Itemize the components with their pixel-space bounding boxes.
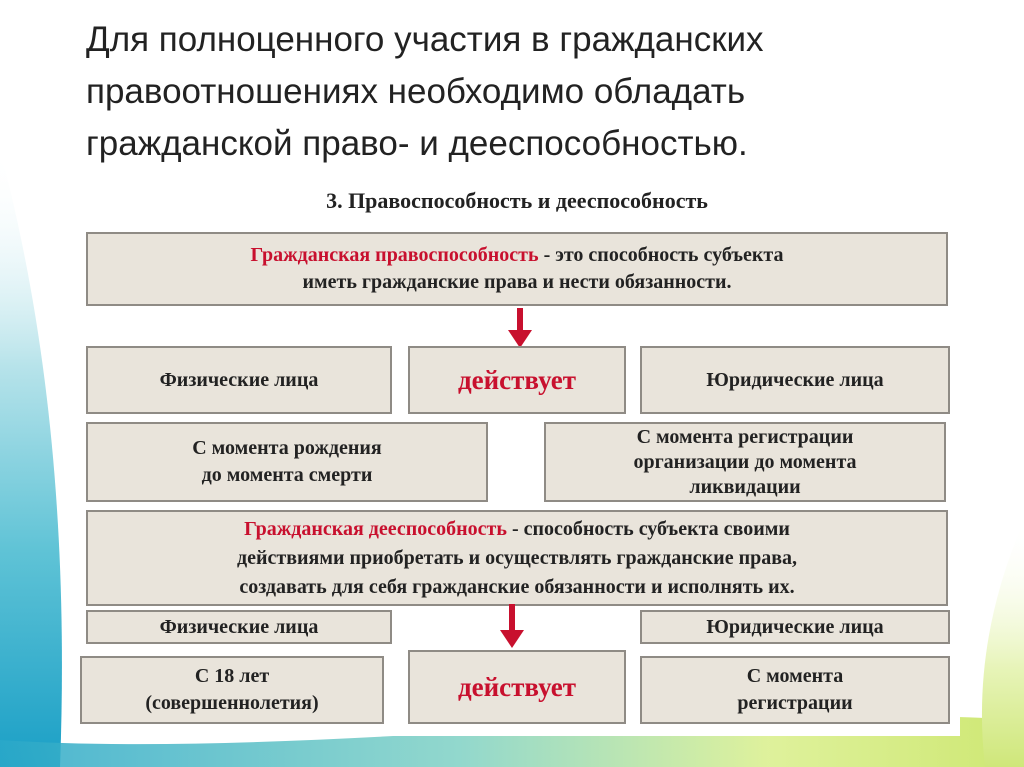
legal-capacity-definition-box: Гражданская правоспособность - это спосо… [86,232,948,306]
row3-individuals-box: Физические лица [86,610,392,644]
row4-acts-box: действует [408,650,626,724]
row2-individuals-period-box: С момента рождения до момента смерти [86,422,488,502]
row3-legal-entities-box: Юридические лица [640,610,950,644]
row4-left-line-2: (совершеннолетия) [145,692,319,714]
row4-left-line-1: С 18 лет [194,665,270,687]
row2-left-line-1: С момента рождения [192,437,382,459]
row2-right-line-3: ликвидации [689,475,801,498]
row1-acts-box: действует [408,346,626,414]
row2-legal-entities-period-box: С момента регистрации организации до мом… [544,422,946,502]
legal-capacity-line-1: Гражданская правоспособность - это спосо… [251,242,784,269]
active-capacity-definition-part2: действиями приобретать и осуществлять гр… [236,546,798,569]
row4-legal-entities-registration-box: С момента регистрации [640,656,950,724]
slide-title: Для полноценного участия в гражданских п… [86,20,764,163]
legal-capacity-definition-part1: - это способность субъекта [538,244,784,266]
active-capacity-definition-part1: - способность субъекта своими [506,517,790,540]
row2-right-line-2: организации до момента [633,450,857,473]
active-capacity-term: Гражданская дееспособность [244,517,507,540]
arrow-down-icon [500,604,524,648]
row2-left-line-2: до момента смерти [201,464,373,486]
arrow-down-icon [508,308,532,348]
row4-right-line-2: регистрации [737,692,853,714]
legal-capacity-term: Гражданская правоспособность [250,244,539,266]
row4-right-line-1: С момента [746,665,844,687]
diagram-heading: 3. Правоспособность и дееспособность [326,188,708,213]
active-capacity-line-1: Гражданская дееспособность - способность… [244,515,790,544]
row4-individuals-age-box: С 18 лет (совершеннолетия) [80,656,384,724]
active-capacity-definition-box: Гражданская дееспособность - способность… [86,510,948,606]
row1-individuals-box: Физические лица [86,346,392,414]
diagram-panel: 3. Правоспособность и дееспособность Гра… [74,172,960,736]
row1-legal-entities-box: Юридические лица [640,346,950,414]
row2-right-line-1: С момента регистрации [636,425,854,448]
active-capacity-definition-part3: создавать для себя гражданские обязаннос… [239,575,795,598]
legal-capacity-definition-part2: иметь гражданские права и нести обязанно… [302,271,732,293]
